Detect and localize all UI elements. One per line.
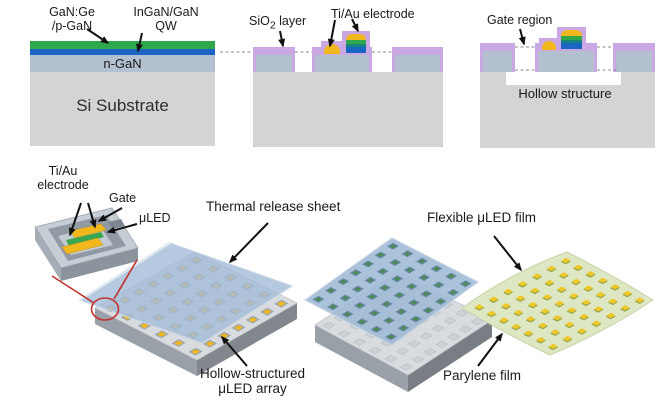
sio2-bump bbox=[321, 41, 343, 55]
label-flexible-film: Flexible μLED film bbox=[427, 210, 537, 225]
label-inset-electrode-line1: Ti/Au bbox=[48, 164, 78, 178]
p-gan-layer bbox=[30, 41, 215, 49]
label-qw-line2: QW bbox=[155, 19, 177, 33]
qw-mesa bbox=[561, 40, 582, 43]
label-p-gan-line2: /p-GaN bbox=[51, 19, 93, 33]
n-gan-layer: n-GaN bbox=[30, 55, 215, 72]
label-sio2: SiO2 layer bbox=[249, 14, 306, 32]
label-parylene-film: Parylene film bbox=[443, 368, 522, 383]
n-gan-core bbox=[616, 51, 652, 72]
label-array: Hollow-structured μLED array bbox=[175, 366, 330, 396]
si-substrate-block: Si Substrate bbox=[30, 72, 215, 146]
label-inset-gate: Gate bbox=[109, 191, 137, 205]
label-inset-electrode-line2: electrode bbox=[37, 178, 89, 192]
sio2-coated-mesa bbox=[392, 47, 443, 72]
ti-au-contact bbox=[542, 41, 556, 50]
sio2-bump bbox=[557, 27, 586, 51]
n-gan-label: n-GaN bbox=[103, 56, 142, 71]
qw-layer bbox=[30, 49, 215, 55]
label-gate-region: Gate region bbox=[487, 13, 553, 27]
si-substrate-block bbox=[253, 72, 443, 147]
sio2-coated-mesa bbox=[253, 47, 295, 72]
label-array-line1: Hollow-structured bbox=[199, 366, 306, 381]
label-sio2-prefix: SiO bbox=[249, 14, 270, 28]
n-gan-core bbox=[315, 55, 369, 72]
hollow-cavity bbox=[506, 72, 621, 85]
label-thermal-sheet: Thermal release sheet bbox=[206, 199, 341, 214]
n-gan-core bbox=[395, 55, 440, 72]
label-p-gan-line1: GaN:Ge bbox=[49, 5, 95, 19]
p-gan-mesa bbox=[561, 36, 582, 40]
n-gan-mesa bbox=[561, 43, 582, 49]
label-sio2-sub: 2 bbox=[269, 20, 276, 32]
sio2-coated-mesa bbox=[613, 43, 655, 72]
ti-au-contact bbox=[324, 44, 340, 54]
n-gan-core bbox=[483, 51, 512, 72]
label-p-gan: GaN:Ge /p-GaN bbox=[36, 5, 108, 33]
label-inset-electrode: Ti/Au electrode bbox=[28, 164, 98, 192]
label-array-line2: μLED array bbox=[218, 381, 287, 397]
label-hollow-structure: Hollow structure bbox=[518, 86, 612, 101]
n-gan-mesa bbox=[346, 47, 366, 53]
n-gan-core bbox=[538, 51, 594, 72]
label-inset-uled: μLED bbox=[139, 211, 171, 225]
sio2-coated-mesa bbox=[480, 43, 515, 72]
sio2-bump bbox=[342, 31, 370, 55]
label-ti-au-electrode: Ti/Au electrode bbox=[331, 7, 415, 21]
n-gan-core bbox=[256, 55, 292, 72]
label-sio2-suffix: layer bbox=[275, 14, 307, 28]
sio2-bump bbox=[539, 38, 559, 51]
qw-mesa bbox=[346, 44, 366, 47]
ti-au-electrode bbox=[561, 30, 582, 36]
label-qw-line1: InGaN/GaN bbox=[133, 5, 199, 19]
label-qw: InGaN/GaN QW bbox=[122, 5, 210, 33]
p-gan-mesa bbox=[346, 40, 366, 44]
si-substrate-label: Si Substrate bbox=[76, 96, 169, 115]
ti-au-electrode bbox=[346, 34, 366, 40]
